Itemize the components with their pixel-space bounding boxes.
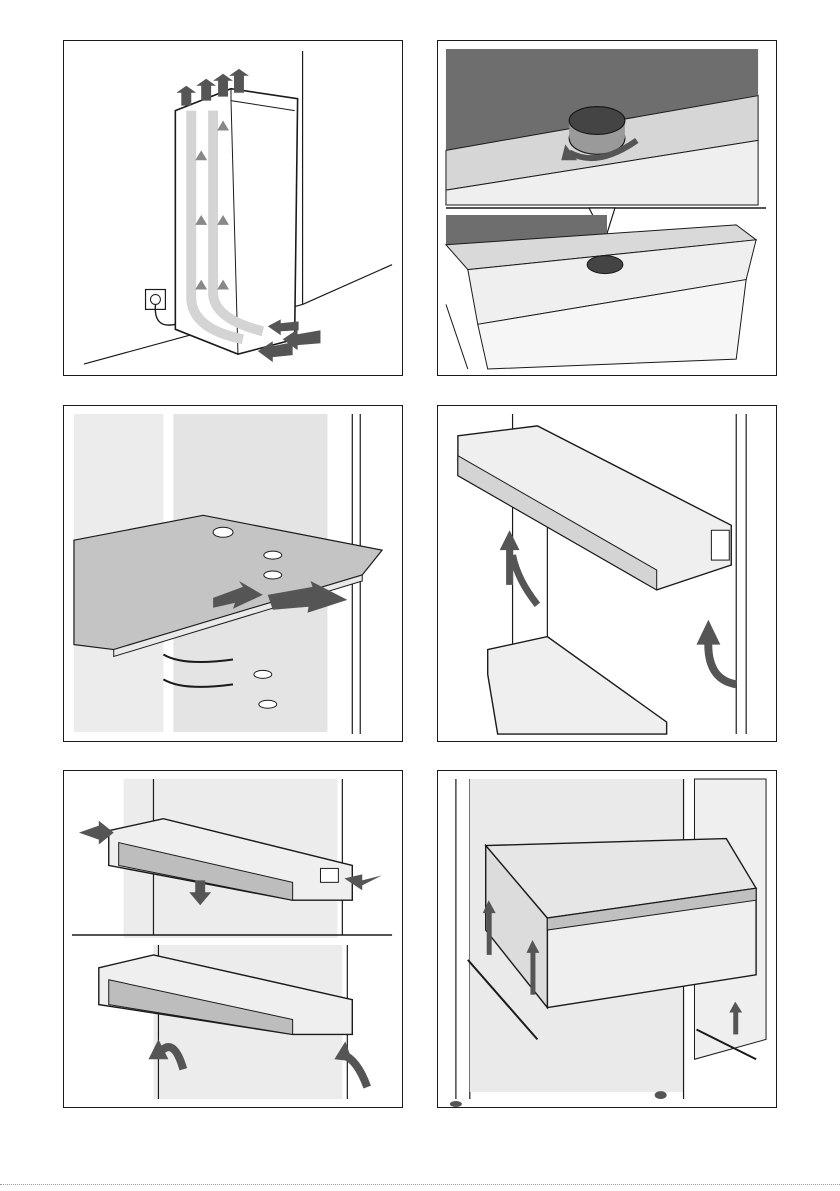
panel-glass-shelf [63,405,403,742]
glass-shelf-removal-illustration [64,406,402,741]
refrigerator-airflow-illustration [64,41,402,375]
rotary-control-knob-illustration [438,41,776,375]
door-rack-side-buttons-illustration [64,771,402,1107]
panel-door-rack-adjust [63,770,403,1108]
panel-freezer-drawer [437,770,777,1108]
panel-door-rack [437,405,777,742]
panel-ventilation [63,40,403,376]
drawer-removal-illustration [438,771,776,1107]
panel-temperature-knob [437,40,777,376]
door-rack-lift-illustration [438,406,776,741]
footer-rule [0,1184,840,1185]
